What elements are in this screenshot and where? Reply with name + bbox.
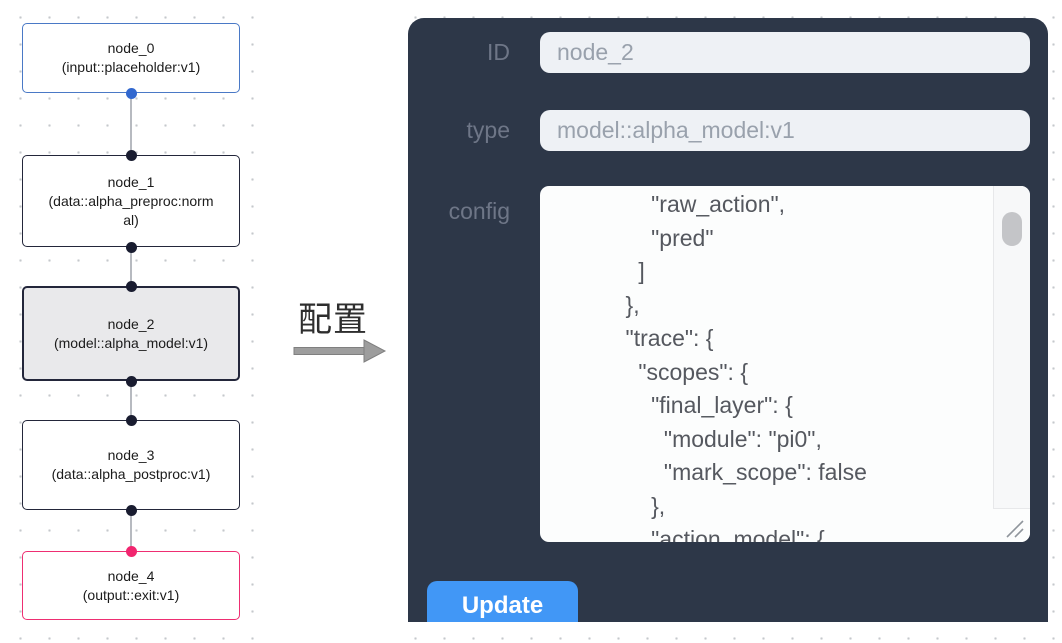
config-json-text: "raw_action", "pred" ] }, "trace": { "sc… — [625, 191, 867, 542]
config-scrollbar-thumb[interactable] — [1002, 212, 1022, 246]
edge-node3-node4 — [130, 510, 132, 551]
edge-node0-node1 — [130, 93, 132, 155]
type-field-label: type — [466, 117, 510, 143]
port-node_0-out[interactable] — [126, 88, 137, 99]
flow-node-node_3[interactable]: node_3 (data::alpha_postproc:v1) — [22, 420, 240, 510]
flow-node-node_1[interactable]: node_1 (data::alpha_preproc:normal) — [22, 155, 240, 247]
id-field-label: ID — [487, 39, 510, 65]
port-node_3-out[interactable] — [126, 505, 137, 516]
node-subtitle: (data::alpha_preproc:normal) — [48, 192, 214, 228]
node-subtitle: (model::alpha_model:v1) — [53, 334, 209, 351]
node-subtitle: (data::alpha_postproc:v1) — [51, 466, 211, 482]
port-node_3-in[interactable] — [126, 415, 137, 426]
node-subtitle: (input::placeholder:v1) — [61, 59, 201, 75]
config-scrollbar-track[interactable] — [993, 186, 1030, 508]
type-input[interactable] — [540, 110, 1030, 151]
flow-node-node_4[interactable]: node_4 (output::exit:v1) — [22, 551, 240, 620]
configure-annotation-label: 配置 — [298, 301, 368, 339]
config-field-label: config — [448, 198, 510, 224]
id-input[interactable] — [540, 32, 1030, 73]
config-textarea[interactable]: "raw_action", "pred" ] }, "trace": { "sc… — [540, 186, 1030, 542]
update-button[interactable]: Update — [427, 581, 578, 622]
node-subtitle: (output::exit:v1) — [82, 586, 180, 603]
flow-node-node_2-selected[interactable]: node_2 (model::alpha_model:v1) — [22, 286, 240, 381]
node-title: node_2 — [107, 315, 155, 332]
node-title: node_0 — [107, 40, 155, 56]
right-arrow-icon — [293, 336, 387, 371]
edge-node2-node3 — [130, 381, 132, 420]
resize-grip-icon[interactable] — [1003, 519, 1027, 539]
node-title: node_1 — [107, 173, 155, 190]
port-node_1-out[interactable] — [126, 242, 137, 253]
config-scrollbar-corner — [993, 508, 1030, 542]
node-title: node_3 — [107, 447, 155, 463]
port-node_1-in[interactable] — [126, 150, 137, 161]
node-title: node_4 — [107, 567, 155, 584]
node-config-panel: ID type config "raw_action", "pred" ] },… — [408, 18, 1048, 622]
port-node_2-out[interactable] — [126, 376, 137, 387]
flow-node-node_0[interactable]: node_0 (input::placeholder:v1) — [22, 23, 240, 93]
port-node_4-in[interactable] — [126, 546, 137, 557]
port-node_2-in[interactable] — [126, 281, 137, 292]
edge-node1-node2 — [130, 247, 132, 286]
